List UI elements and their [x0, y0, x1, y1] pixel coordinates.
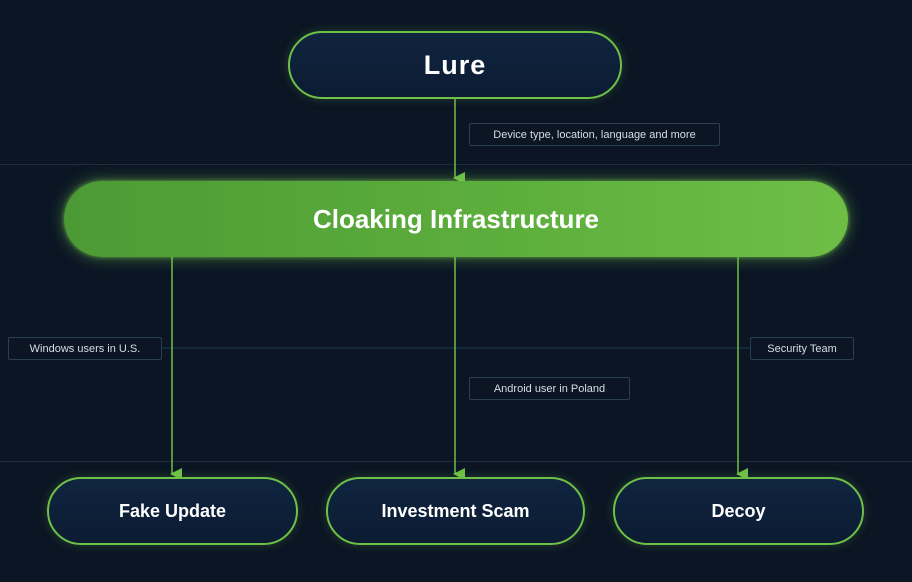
security-team-label: Security Team — [750, 337, 854, 360]
divider-line-top — [0, 164, 912, 165]
fake-update-node: Fake Update — [47, 477, 298, 545]
investment-scam-node: Investment Scam — [326, 477, 585, 545]
device-info-label: Device type, location, language and more — [469, 123, 720, 146]
cloaking-infrastructure-node: Cloaking Infrastructure — [64, 181, 848, 257]
divider-line-bottom — [0, 461, 912, 462]
windows-users-label: Windows users in U.S. — [8, 337, 162, 360]
decoy-node: Decoy — [613, 477, 864, 545]
lure-node: Lure — [288, 31, 622, 99]
android-user-label: Android user in Poland — [469, 377, 630, 400]
